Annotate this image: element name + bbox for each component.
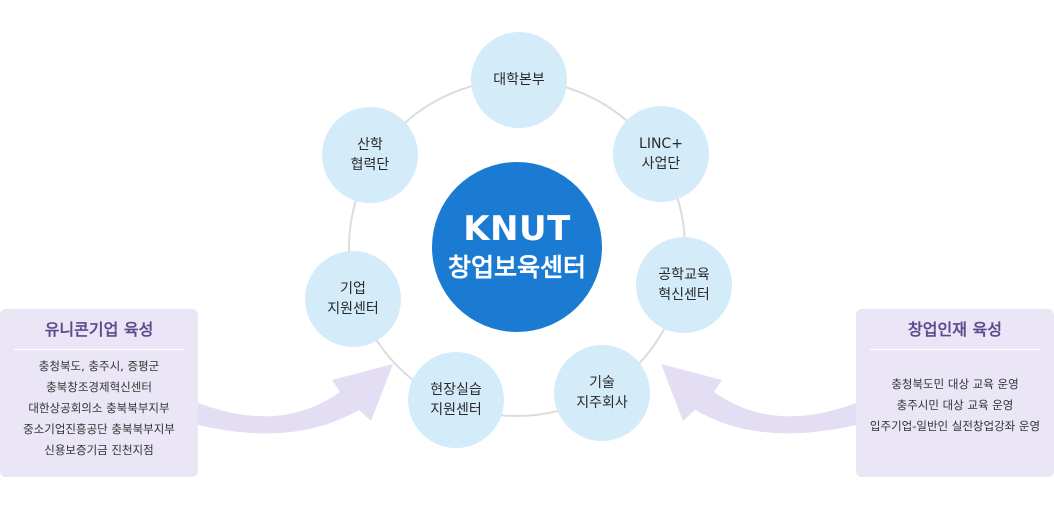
node-label: 지주회사 <box>576 395 628 411</box>
center-circle: KNUT 창업보육센터 <box>432 162 602 332</box>
node-label: 지원센터 <box>430 402 482 418</box>
list-item: 충청북도민 대상 교육 운영 <box>891 377 1019 391</box>
list-item: 충주시민 대상 교육 운영 <box>896 398 1014 412</box>
panel-title: 유니콘기업 육성 <box>44 320 154 339</box>
node-label: 협력단 <box>350 157 390 173</box>
panel-startup-talent: 창업인재 육성 충청북도민 대상 교육 운영 충주시민 대상 교육 운영 입주기… <box>856 309 1054 477</box>
panel-list: 충청북도민 대상 교육 운영 충주시민 대상 교육 운영 입주기업-일반인 실전… <box>856 374 1054 437</box>
right-arrow-icon <box>661 364 856 434</box>
node-label: 공학교육 <box>658 267 710 283</box>
list-item: 충청북도, 충주시, 증평군 <box>38 359 160 373</box>
panel-list: 충청북도, 충주시, 증평군 충북창조경제혁신센터 대한상공회의소 충북북부지부… <box>0 356 198 461</box>
list-item: 신용보증기금 진천지점 <box>44 443 154 457</box>
list-item: 중소기업진흥공단 충북북부지부 <box>23 422 175 436</box>
center-subtitle: 창업보육센터 <box>447 253 586 282</box>
node-label: 기술 <box>589 375 615 391</box>
node-label: 지원센터 <box>327 301 379 317</box>
node-engineering-education-center: 공학교육 혁신센터 <box>636 237 732 333</box>
list-item: 대한상공회의소 충북북부지부 <box>28 401 170 415</box>
panel-unicorn-companies: 유니콘기업 육성 충청북도, 충주시, 증평군 충북창조경제혁신센터 대한상공회… <box>0 309 198 477</box>
list-item: 충북창조경제혁신센터 <box>46 380 152 394</box>
node-field-practice-center: 현장실습 지원센터 <box>408 352 504 448</box>
node-linc-plus: LINC+ 사업단 <box>613 106 709 202</box>
node-business-support-center: 기업 지원센터 <box>305 251 401 347</box>
node-university-headquarters: 대학본부 <box>471 32 567 128</box>
list-item: 입주기업-일반인 실전창업강좌 운영 <box>869 419 1041 433</box>
node-label: 산학 <box>357 137 383 153</box>
node-label: 기업 <box>340 281 366 297</box>
center-title: KNUT <box>463 209 571 249</box>
node-label: 혁신센터 <box>658 287 710 303</box>
node-industry-academia-foundation: 산학 협력단 <box>322 107 418 203</box>
node-technology-holding-company: 기술 지주회사 <box>554 345 650 441</box>
node-label: 대학본부 <box>493 72 545 88</box>
node-label: 현장실습 <box>430 382 482 398</box>
node-label: 사업단 <box>641 156 681 172</box>
panel-title: 창업인재 육성 <box>908 320 1002 339</box>
node-label: LINC+ <box>639 136 683 152</box>
panel-divider <box>14 349 184 350</box>
left-arrow-icon <box>198 364 393 434</box>
panel-divider <box>870 349 1040 350</box>
